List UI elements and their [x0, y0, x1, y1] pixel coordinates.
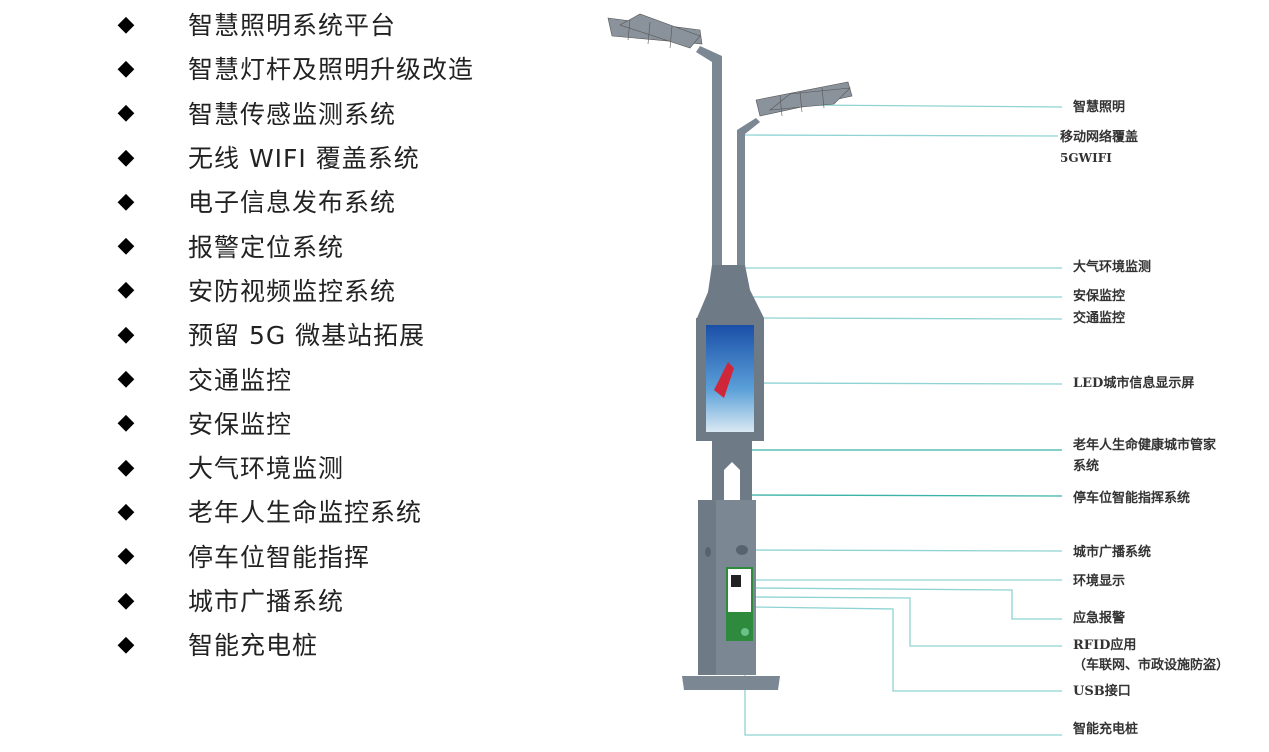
callout-broadcast: 城市广播系统 [1073, 545, 1152, 560]
feature-item: ◆ 安保监控 [112, 401, 474, 445]
diamond-bullet-icon: ◆ [117, 188, 135, 214]
diamond-bullet-icon: ◆ [117, 144, 135, 170]
smart-pole [607, 13, 853, 690]
feature-item: ◆ 老年人生命监控系统 [112, 489, 474, 533]
feature-item: ◆ 安防视频监控系统 [112, 268, 474, 312]
lamp-head-left [607, 13, 703, 49]
feature-label: 安保监控 [188, 409, 293, 439]
diamond-bullet-icon: ◆ [117, 11, 135, 37]
feature-label: 智慧传感监测系统 [188, 99, 397, 129]
diamond-bullet-icon: ◆ [117, 543, 135, 569]
feature-list: ◆ 智慧照明系统平台 ◆ 智慧灯杆及照明升级改造 ◆ 智慧传感监测系统 ◆ 无线 WIFI 覆… [112, 2, 474, 666]
callout-traffic: 交通监控 [1073, 311, 1126, 326]
callout-rfid-sub: （车联网、市政设施防盗） [1073, 658, 1230, 673]
callout-security: 安保监控 [1073, 289, 1126, 304]
lamp-head-right [755, 81, 853, 117]
feature-label: 智慧灯杆及照明升级改造 [188, 55, 475, 85]
diamond-bullet-icon: ◆ [117, 233, 135, 259]
feature-label: 大气环境监测 [188, 454, 345, 484]
feature-label: 智能充电桩 [188, 631, 319, 661]
feature-item: ◆ 电子信息发布系统 [112, 179, 474, 223]
diamond-bullet-icon: ◆ [117, 321, 135, 347]
feature-label: 老年人生命监控系统 [188, 498, 423, 528]
speaker-icon [736, 545, 748, 555]
callout-led: LED城市信息显示屏 [1073, 376, 1195, 391]
callout-rfid: RFID应用 [1073, 638, 1137, 653]
feature-label: 交通监控 [188, 365, 293, 395]
pole-head-flare [697, 265, 764, 318]
callout-elderly-sub: 系统 [1073, 459, 1100, 474]
feature-label: 停车位智能指挥 [188, 542, 371, 572]
diamond-bullet-icon: ◆ [117, 498, 135, 524]
callout-air: 大气环境监测 [1073, 260, 1152, 275]
callout-emergency: 应急报警 [1073, 611, 1126, 626]
callout-lines [741, 104, 1063, 736]
feature-label: 安防视频监控系统 [188, 276, 397, 306]
feature-item: ◆ 智慧传感监测系统 [112, 91, 474, 135]
feature-item: ◆ 智慧照明系统平台 [112, 2, 474, 46]
diamond-bullet-icon: ◆ [117, 277, 135, 303]
feature-label: 报警定位系统 [188, 232, 345, 262]
feature-item: ◆ 交通监控 [112, 356, 474, 400]
diamond-bullet-icon: ◆ [117, 587, 135, 613]
feature-label: 智慧照明系统平台 [188, 11, 397, 41]
callout-usb: USB接口 [1073, 684, 1131, 699]
feature-item: ◆ 无线 WIFI 覆盖系统 [112, 135, 474, 179]
screen-ad-image [714, 362, 734, 398]
callout-elderly: 老年人生命健康城市管家 [1073, 438, 1217, 453]
diamond-bullet-icon: ◆ [117, 100, 135, 126]
feature-item: ◆ 城市广播系统 [112, 578, 474, 622]
feature-label: 电子信息发布系统 [188, 188, 397, 218]
feature-item: ◆ 智慧灯杆及照明升级改造 [112, 46, 474, 90]
pole-neck [712, 441, 752, 500]
callout-parking: 停车位智能指挥系统 [1073, 491, 1191, 506]
diamond-bullet-icon: ◆ [117, 631, 135, 657]
feature-item: ◆ 大气环境监测 [112, 445, 474, 489]
callout-network: 移动网络覆盖 [1060, 130, 1139, 145]
feature-item: ◆ 预留 5G 微基站拓展 [112, 312, 474, 356]
callout-lighting: 智慧照明 [1073, 100, 1126, 115]
diamond-bullet-icon: ◆ [117, 410, 135, 436]
feature-label: 无线 WIFI 覆盖系统 [188, 144, 420, 174]
callout-env-display: 环境显示 [1073, 574, 1126, 589]
diamond-bullet-icon: ◆ [117, 55, 135, 81]
feature-item: ◆ 停车位智能指挥 [112, 534, 474, 578]
diamond-bullet-icon: ◆ [117, 366, 135, 392]
feature-label: 预留 5G 微基站拓展 [188, 321, 426, 351]
pole-foot [682, 676, 780, 690]
feature-item: ◆ 报警定位系统 [112, 223, 474, 267]
pole-arm-left [696, 46, 722, 265]
feature-item: ◆ 智能充电桩 [112, 622, 474, 666]
diamond-bullet-icon: ◆ [117, 454, 135, 480]
callout-network-sub: 5GWIFI [1060, 151, 1112, 165]
pole-arm-right [737, 118, 760, 265]
feature-label: 城市广播系统 [188, 587, 345, 616]
callout-charging: 智能充电桩 [1073, 722, 1139, 737]
